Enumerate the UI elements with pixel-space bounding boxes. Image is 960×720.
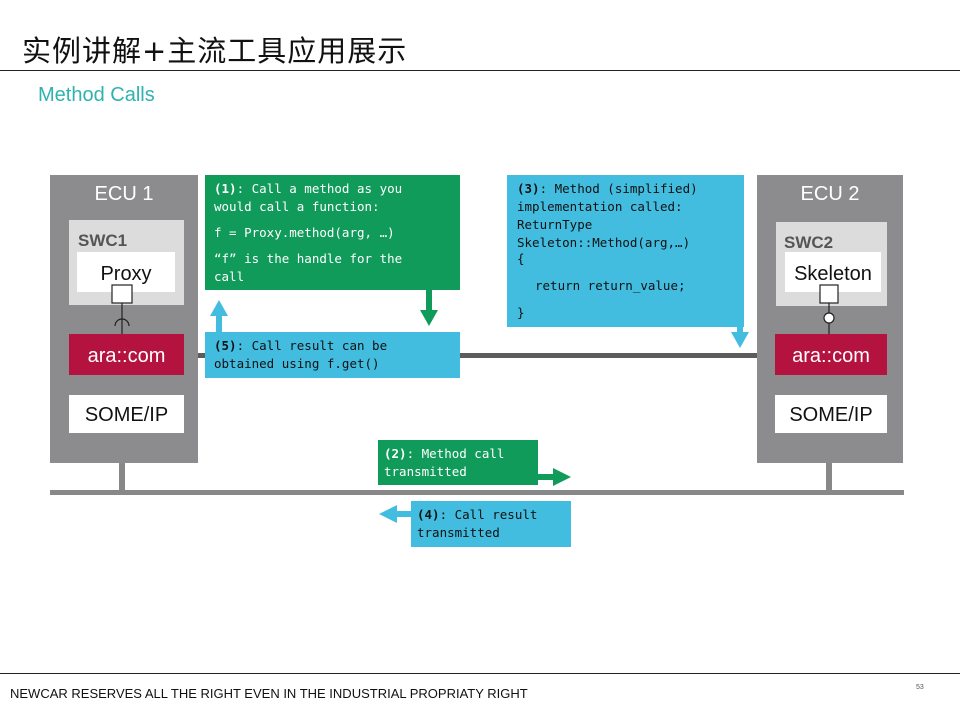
title-divider — [0, 70, 960, 71]
step3-line5: { — [517, 251, 525, 266]
step5-up-arrow — [210, 300, 228, 332]
step3-line2: implementation called: — [517, 199, 683, 214]
ecu1-someip-box — [69, 395, 184, 433]
step3-callout: (3): Method (simplified) implementation … — [507, 175, 744, 327]
step2-line2: transmitted — [384, 464, 467, 479]
footer-divider — [0, 673, 960, 674]
step5-number: (5) — [214, 338, 237, 353]
step3-down-arrow — [731, 327, 749, 348]
step2-right-arrow — [538, 468, 571, 486]
step4-line1: : Call result — [440, 507, 538, 522]
network-bus — [50, 490, 904, 495]
step3-line3: ReturnType — [517, 217, 592, 232]
step4-line2: transmitted — [417, 525, 500, 540]
ecu2-ara-com-box — [775, 334, 887, 375]
step4-callout: (4): Call result transmitted — [411, 501, 571, 547]
step1-line5: call — [214, 269, 244, 284]
svg-text:(3): Method (simplified): (3): Method (simplified) — [517, 181, 698, 196]
step3-line1: : Method (simplified) — [540, 181, 698, 196]
svg-text:(2): Method call: (2): Method call — [384, 446, 504, 461]
step1-callout: (1): Call a method as you would call a f… — [205, 175, 460, 290]
svg-text:(4): Call result: (4): Call result — [417, 507, 537, 522]
step5-line1: : Call result can be — [237, 338, 388, 353]
page-number: 53 — [916, 684, 924, 691]
step1-down-arrow — [420, 290, 438, 326]
provided-interface-ball — [823, 312, 835, 324]
ecu2-title: ECU 2 — [801, 183, 860, 205]
ecu2-someip-label: SOME/IP — [789, 404, 872, 426]
ecu2-ara-com-label: ara::com — [792, 345, 870, 367]
ecu1-bus-connector — [119, 462, 125, 492]
step4-left-arrow — [379, 505, 411, 523]
ecu2-block: ECU 2 SWC2 Skeleton ara::com SOME/IP — [757, 175, 903, 463]
skeleton-label: Skeleton — [794, 263, 872, 285]
ecu1-ara-com-label: ara::com — [88, 345, 166, 367]
ecu2-someip-box — [775, 395, 887, 433]
step2-line1: : Method call — [407, 446, 505, 461]
step2-number: (2) — [384, 446, 407, 461]
step3-line7: } — [517, 305, 525, 320]
step1-line3: f = Proxy.method(arg, …) — [214, 225, 395, 240]
skeleton-port — [819, 284, 839, 304]
step5-callout: (5): Call result can be obtained using f… — [205, 332, 460, 378]
step1-line1: : Call a method as you — [237, 181, 403, 196]
ecu1-title: ECU 1 — [95, 183, 154, 205]
svg-text:(5): Call result can be: (5): Call result can be — [214, 338, 387, 353]
proxy-label: Proxy — [100, 263, 151, 285]
swc2-label: SWC2 — [784, 233, 833, 252]
svg-text:(1): Call a method as you: (1): Call a method as you — [214, 181, 402, 196]
ecu1-ara-com-box — [69, 334, 184, 375]
required-interface-socket — [114, 318, 130, 327]
step5-line2: obtained using f.get() — [214, 356, 380, 371]
swc1-label: SWC1 — [78, 231, 127, 250]
proxy-port — [111, 284, 133, 304]
ecu1-someip-label: SOME/IP — [85, 404, 168, 426]
step2-callout: (2): Method call transmitted — [378, 440, 538, 485]
step3-line6: return return_value; — [535, 278, 686, 293]
footer-copyright: NEWCAR RESERVES ALL THE RIGHT EVEN IN TH… — [10, 686, 528, 701]
slide-title: 实例讲解+主流工具应用展示 — [22, 34, 408, 68]
step1-number: (1) — [214, 181, 237, 196]
step1-line2: would call a function: — [214, 199, 380, 214]
ara-com-link — [183, 353, 776, 358]
slide-subtitle: Method Calls — [38, 84, 155, 106]
ecu1-block: ECU 1 SWC1 Proxy ara::com SOME/IP — [50, 175, 198, 463]
step3-number: (3) — [517, 181, 540, 196]
step4-number: (4) — [417, 507, 440, 522]
step1-line4: “f” is the handle for the — [214, 251, 402, 266]
step3-line4: Skeleton::Method(arg,…) — [517, 235, 690, 250]
ecu2-bus-connector — [826, 462, 832, 492]
